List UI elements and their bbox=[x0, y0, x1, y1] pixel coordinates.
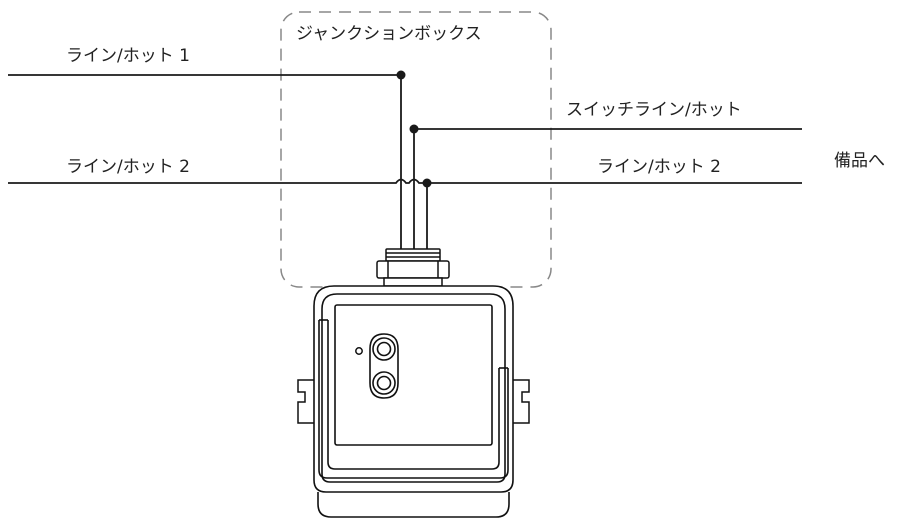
junction-dot-line-hot-1 bbox=[396, 70, 406, 80]
line-hot-2-left-label: ライン/ホット 2 bbox=[66, 157, 190, 177]
threaded-nipple bbox=[376, 248, 450, 287]
wire-line-hot-2 bbox=[8, 178, 802, 184]
to-equipment-label: 備品へ bbox=[834, 151, 885, 171]
line-hot-2-right-label: ライン/ホット 2 bbox=[597, 157, 721, 177]
junction-box-label: ジャンクションボックス bbox=[296, 24, 482, 44]
junction-dot-line-hot-2 bbox=[422, 178, 432, 188]
left-mounting-tab bbox=[297, 379, 316, 424]
right-mounting-tab bbox=[511, 379, 530, 424]
line-hot-1-label: ライン/ホット 1 bbox=[66, 46, 190, 66]
device-housing bbox=[313, 285, 514, 518]
junction-dot-switch-line bbox=[409, 124, 419, 134]
terminal-knob-icons bbox=[369, 333, 399, 399]
indicator-led-icon bbox=[355, 347, 363, 355]
switch-line-hot-label: スイッチライン/ホット bbox=[566, 100, 742, 120]
junction-box-outline bbox=[280, 11, 552, 288]
